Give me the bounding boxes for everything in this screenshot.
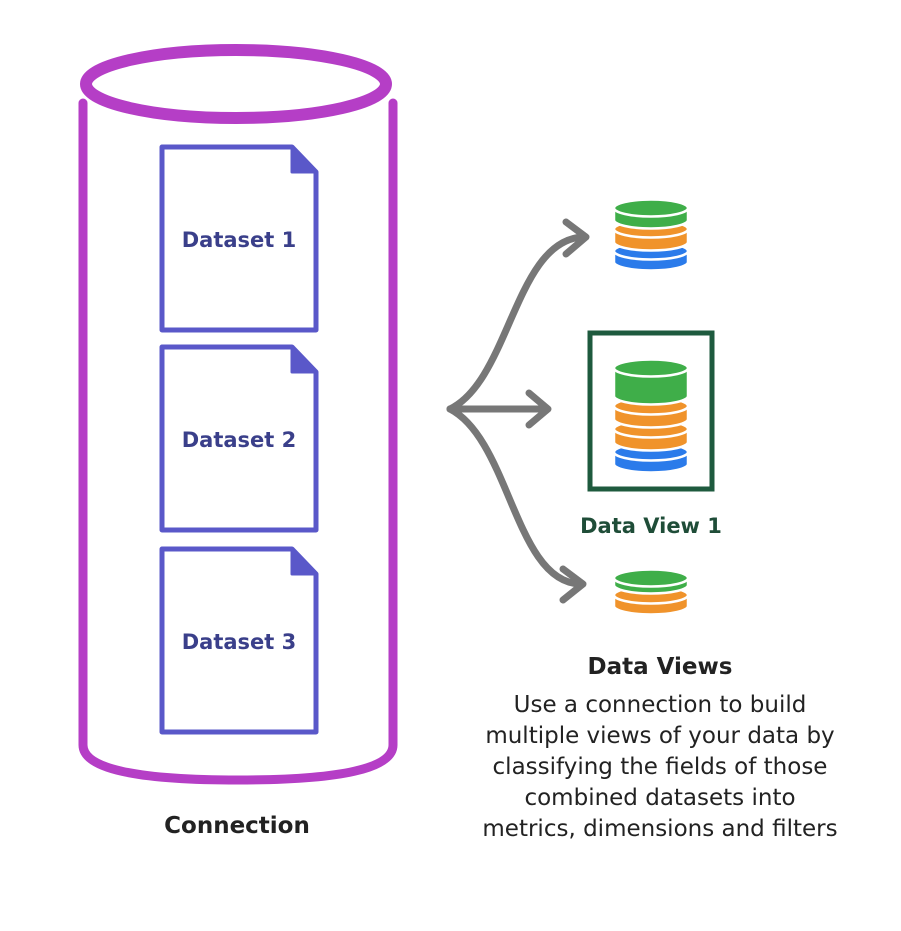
data-views-title: Data Views <box>587 654 733 680</box>
connection-cylinder <box>78 44 398 785</box>
data-views-description: Use a connection to build multiple views… <box>440 690 880 845</box>
description-line: combined datasets into <box>524 785 796 811</box>
dataset-document-3: Dataset 3 <box>159 546 319 735</box>
document-fold-icon <box>290 345 318 374</box>
data-view-label: Data View 1 <box>580 514 722 538</box>
arrow-up-line <box>446 233 587 413</box>
branch-arrows <box>446 218 590 604</box>
connection-label: Connection <box>164 813 310 839</box>
dataset-label: Dataset 1 <box>182 228 297 252</box>
arrow-down-head-icon <box>559 565 587 604</box>
dataset-document-2: Dataset 2 <box>159 344 319 533</box>
dataset-document-1: Dataset 1 <box>159 144 319 333</box>
database-icon-top <box>612 198 690 272</box>
description-line: metrics, dimensions and filters <box>482 816 838 842</box>
description-line: classifying the fields of those <box>492 754 828 780</box>
cylinder-body <box>78 98 398 785</box>
arrow-middle-head-icon <box>525 389 552 429</box>
arrow-up-head-icon <box>562 218 590 258</box>
document-fold-icon <box>290 145 318 174</box>
description-line: multiple views of your data by <box>485 723 835 749</box>
document-icon <box>159 344 319 533</box>
arrow-down-line <box>446 405 584 588</box>
database-icon-featured <box>612 358 690 474</box>
dataset-label: Dataset 2 <box>182 428 297 452</box>
document-icon <box>159 546 319 735</box>
document-icon <box>159 144 319 333</box>
document-fold-icon <box>290 547 318 576</box>
description-line: Use a connection to build <box>513 692 807 718</box>
database-icon-bottom <box>612 568 690 616</box>
cylinder-top <box>80 44 392 124</box>
dataset-label: Dataset 3 <box>182 630 297 654</box>
